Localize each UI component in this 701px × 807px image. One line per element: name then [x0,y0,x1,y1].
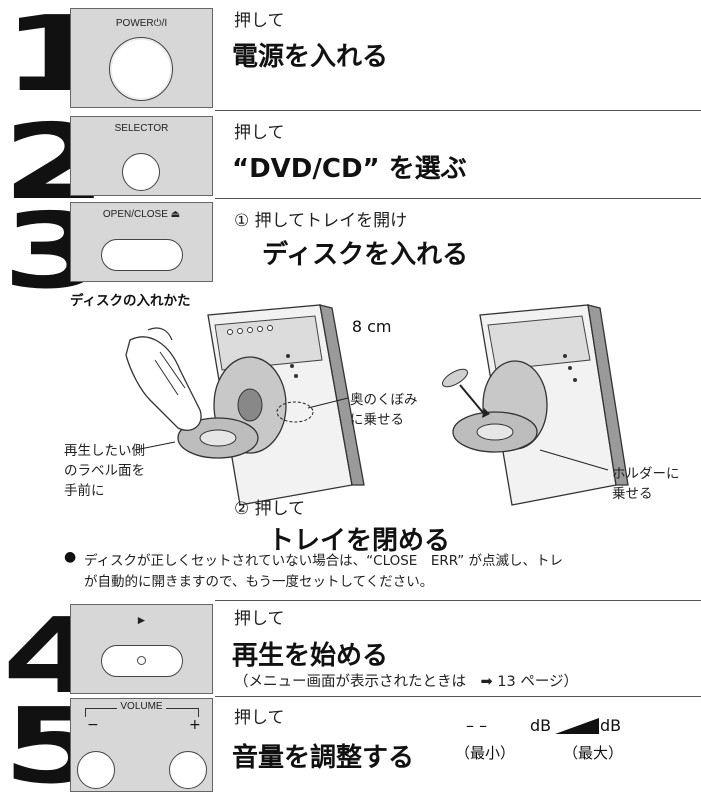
recess-callout: 奥のくぼみ に乗せる [350,390,418,430]
power-panel: POWER⏻/I [70,8,213,108]
open-close-panel: OPEN/CLOSE ⏏ [70,202,213,282]
volume-panel: VOLUME − + [70,698,213,792]
volume-max-value: dB [600,716,622,735]
step-2-title: “DVD/CD” を選ぶ [232,154,467,184]
open-close-label: OPEN/CLOSE ⏏ [102,209,181,220]
open-close-button[interactable] [101,239,183,271]
volume-up-button[interactable] [169,751,207,789]
volume-max-label: （最大） [563,744,624,762]
selector-panel: SELECTOR [70,116,213,196]
holder-line-2: 乗せる [612,486,653,502]
selector-label: SELECTOR [114,123,169,134]
play-icon: ► [135,613,148,627]
volume-min-value: – – [466,716,488,735]
volume-plus-sign: + [189,717,201,733]
holder-line-1: ホルダーに [612,466,680,482]
bullet: ● [64,549,77,565]
separator-3 [215,600,701,601]
step-3-action: ① 押してトレイを開け [234,211,408,231]
warning-line-2: が自動的に開きますので、もう一度セットしてください。 [84,574,434,590]
volume-label-text: VOLUME [117,701,166,712]
device-right [442,304,629,506]
recess-highlight [276,401,314,423]
volume-minus-sign: − [87,717,99,733]
selector-button[interactable] [122,153,160,191]
step-5-title: 音量を調整する [232,743,415,773]
label-side-line-2: のラベル面を [64,463,145,479]
step-4-note: （メニュー画面が表示されたときは ➡ 13 ページ） [234,674,579,690]
recess-line-2: に乗せる [350,412,404,428]
close-action: ② 押して [234,499,306,519]
step-4-title: 再生を始める [232,641,389,671]
step-3-title: ディスクを入れる [262,240,469,270]
label-side-line-1: 再生したい側 [64,443,145,459]
play-panel: ► [70,604,213,694]
step-1-action: 押して [234,11,285,31]
power-button[interactable] [109,37,173,101]
step-4-action: 押して [234,609,285,629]
play-button[interactable] [101,645,183,677]
label-side-callout: 再生したい側 のラベル面を 手前に [64,441,145,501]
separator-1 [215,110,701,111]
callout-line-recess [307,397,349,409]
warning-line-1: ディスクが正しくセットされていない場合は、“CLOSE ERR” が点滅し、トレ [84,553,564,569]
disc-loading-illustration [125,304,629,506]
callout-line-holder [539,449,609,471]
hand-illustration [125,327,202,431]
power-label: POWER⏻/I [115,18,168,29]
separator-4 [215,696,701,697]
holder-callout: ホルダーに 乗せる [612,464,680,504]
volume-label: VOLUME [71,701,212,712]
label-side-line-3: 手前に [64,483,105,499]
separator-2 [215,198,701,199]
callout-line-label [134,441,176,451]
volume-mid-value: dB [530,716,552,735]
volume-min-label: （最小） [455,744,516,762]
close-title: トレイを閉める [268,526,451,556]
step-1-title: 電源を入れる [232,42,389,72]
step-2-action: 押して [234,123,285,143]
play-button-dot [137,656,146,665]
volume-ramp-icon [555,718,599,734]
disc-heading: ディスクの入れかた [70,293,191,309]
recess-line-1: 奥のくぼみ [350,392,418,408]
step-5-action: 押して [234,708,285,728]
volume-down-button[interactable] [77,751,115,789]
device-left [177,304,365,506]
